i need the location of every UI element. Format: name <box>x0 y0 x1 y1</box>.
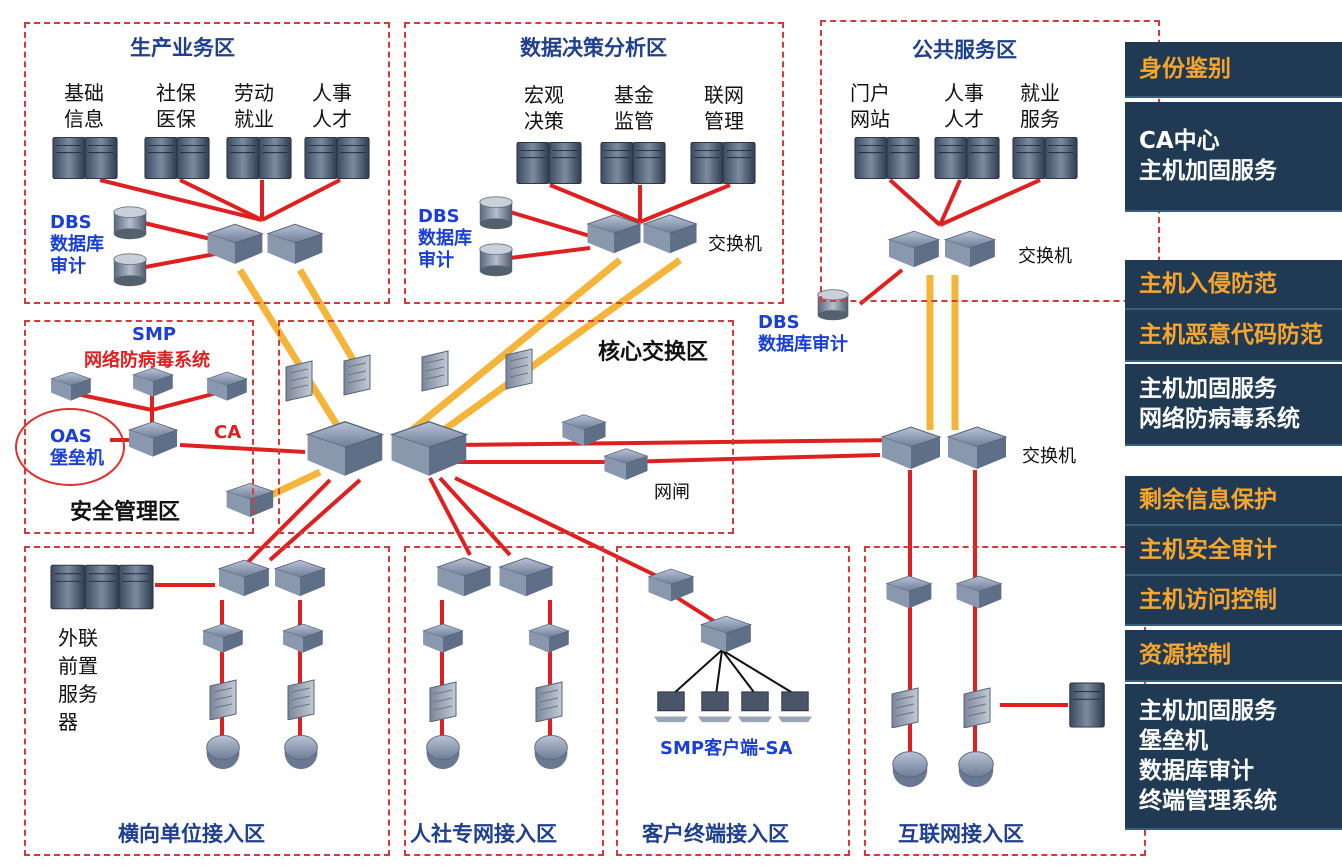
panel-host-hardening: 主机加固服务 网络防病毒系统 <box>1125 364 1342 446</box>
decision-title: 数据决策分析区 <box>520 36 667 60</box>
ca-label: CA <box>214 422 242 443</box>
panel-residual-info: 剩余信息保护 <box>1125 476 1342 526</box>
panel-identity-auth: 身份鉴别 <box>1125 42 1342 98</box>
smp-label: SMP <box>132 324 177 345</box>
client-title: 客户终端接入区 <box>642 822 789 846</box>
internet-title: 互联网接入区 <box>898 822 1024 846</box>
dbs-audit-label: DBS 数据库 审计 <box>50 212 104 277</box>
node-label: 人事 人才 <box>944 81 984 131</box>
zone-decision <box>404 22 784 304</box>
panel-hardening-list: 主机加固服务 堡垒机 数据库审计 终端管理系统 <box>1125 684 1342 830</box>
smp-client-label: SMP客户端-SA <box>660 738 793 759</box>
node-label: 宏观 决策 <box>524 83 564 133</box>
oas-highlight-circle <box>15 408 125 486</box>
panel-resource-control: 资源控制 <box>1125 630 1342 682</box>
node-label: 劳动 就业 <box>234 81 274 131</box>
oas-label: OAS 堡垒机 <box>50 426 104 469</box>
zone-client <box>616 546 850 856</box>
zone-horizontal <box>24 546 390 856</box>
front-server-label: 外联 前置 服务 器 <box>58 626 98 734</box>
social-title: 人社专网接入区 <box>410 822 557 846</box>
yellow-links <box>237 257 959 509</box>
public-title: 公共服务区 <box>912 38 1017 62</box>
node-label: 人事 人才 <box>312 81 352 131</box>
panel-malware-prevention: 主机恶意代码防范 <box>1125 310 1342 362</box>
security-title: 安全管理区 <box>70 500 181 525</box>
zone-internet <box>864 546 1146 856</box>
switch-label: 交换机 <box>1022 446 1076 467</box>
zone-security <box>24 320 254 534</box>
panel-access-control: 主机访问控制 <box>1125 576 1342 626</box>
zone-core <box>278 320 734 534</box>
panel-intrusion-prevention: 主机入侵防范 <box>1125 260 1342 310</box>
node-label: 社保 医保 <box>156 81 196 131</box>
horizontal-title: 横向单位接入区 <box>118 822 265 846</box>
zone-social <box>404 546 604 856</box>
node-label: 基础 信息 <box>64 81 104 131</box>
panel-ca-center: CA中心 主机加固服务 <box>1125 102 1342 212</box>
node-label: 基金 监管 <box>614 83 654 133</box>
zone-production <box>24 22 390 304</box>
antivirus-label: 网络防病毒系统 <box>84 350 210 371</box>
red-links <box>71 178 1068 770</box>
switch-label: 交换机 <box>708 234 762 255</box>
gateway-label: 网闸 <box>654 482 690 503</box>
dbs-audit-label: DBS 数据库审计 <box>758 312 848 355</box>
node-label: 就业 服务 <box>1020 81 1060 131</box>
switch-label: 交换机 <box>1018 246 1072 267</box>
dbs-audit-label: DBS 数据库 审计 <box>418 206 472 271</box>
panel-security-audit: 主机安全审计 <box>1125 526 1342 576</box>
node-label: 门户 网站 <box>850 81 890 131</box>
node-label: 联网 管理 <box>704 83 744 133</box>
production-title: 生产业务区 <box>130 36 235 60</box>
core-title: 核心交换区 <box>598 340 709 365</box>
